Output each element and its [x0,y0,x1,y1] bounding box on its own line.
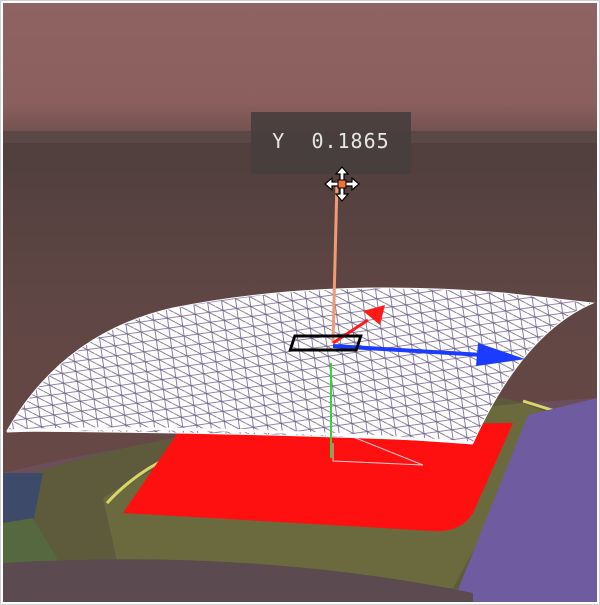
y-axis-handle[interactable] [331,180,339,344]
move-cross-icon[interactable] [323,165,361,203]
mesh-surface-edge [6,427,474,445]
gizmo-center-box[interactable] [288,334,363,352]
purple-panel [453,398,597,602]
mesh-surface[interactable] [6,287,595,444]
x-axis-arrow-icon [476,343,525,366]
scene-canvas[interactable] [3,3,597,602]
yellow-trim-right [522,399,556,413]
readout-axis: Y [272,129,286,153]
z-axis-arrow-icon [363,305,385,325]
bounding-box-lines [332,432,424,466]
bottom-dark [3,559,473,602]
z-axis-handle[interactable] [332,318,369,345]
3d-viewport[interactable]: Y 0.1865 [3,3,597,602]
red-panel [123,423,513,532]
readout-value: 0.1865 [311,129,390,153]
coordinate-readout: Y 0.1865 [251,112,411,174]
